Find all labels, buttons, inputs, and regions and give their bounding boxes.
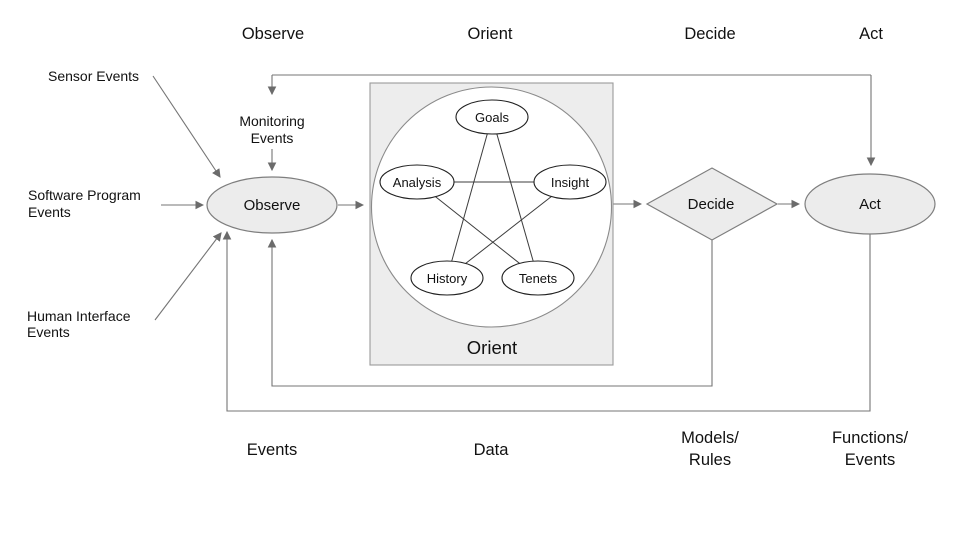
orient-box-label: Orient [467,337,517,358]
observe-node [206,176,338,234]
phase-label-decide: Decide [684,25,735,43]
phase-label-act: Act [859,25,883,43]
software-events-label-line2: Events [28,204,71,220]
analysis-node [379,164,455,200]
analysis-node-label: Analysis [393,175,442,190]
phase-label-observe: Observe [242,25,304,43]
star-edge-insight-history [446,181,571,279]
phase-label-orient: Orient [468,25,513,43]
monitoring-events-label-line1: Monitoring [239,113,304,129]
arrow-sensor-to-observe [152,75,221,178]
goals-node-label: Goals [475,110,509,125]
arrow-human-to-observe [154,232,222,321]
flow-label-functions-line2: Events [845,451,895,469]
decide-node-label: Decide [688,196,735,213]
act-node-label: Act [859,196,882,213]
act-node [804,173,936,235]
human-events-label-line1: Human Interface [27,308,131,324]
insight-node-label: Insight [551,175,590,190]
insight-node [533,164,607,200]
tenets-node-label: Tenets [519,271,558,286]
flow-label-data: Data [474,441,510,459]
observe-node-label: Observe [244,197,301,214]
monitoring-events-label-line2: Events [251,130,294,146]
history-node [410,260,484,296]
sensor-events-label: Sensor Events [48,68,139,84]
feedback-act-to-observe [222,230,871,412]
star-edge-analysis-tenets [416,181,539,279]
star-edge-goals-history [446,116,493,279]
flow-label-functions-line1: Functions/ [832,429,909,447]
goals-node [455,99,529,135]
star-edge-goals-tenets [491,116,539,279]
flow-label-models-line2: Rules [689,451,731,469]
feedback-decide-to-observe [267,238,713,387]
flow-label-events: Events [247,441,297,459]
human-events-label-line2: Events [27,324,70,340]
tenets-node [501,260,575,296]
decide-node [645,167,779,241]
flow-label-models-line1: Models/ [681,429,739,447]
history-node-label: History [427,271,468,286]
software-events-label-line1: Software Program [28,187,141,203]
